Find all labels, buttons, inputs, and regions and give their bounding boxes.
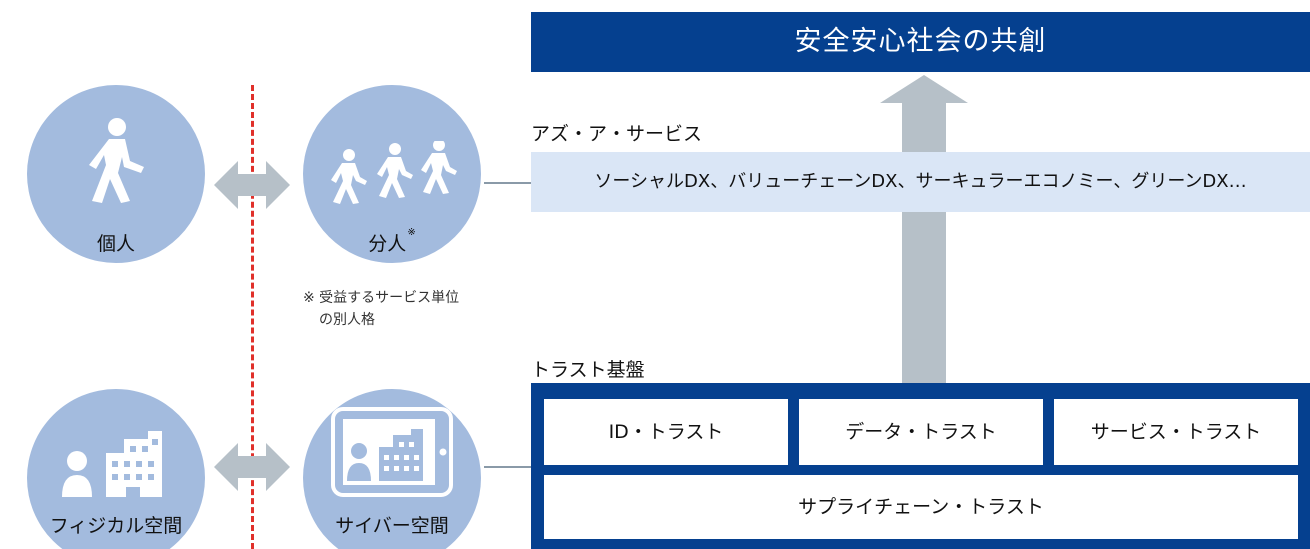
banner-title: 安全安心社会の共創: [531, 12, 1310, 72]
person-and-building-icon: [62, 431, 162, 497]
double-arrow-bottom-icon: [214, 443, 290, 491]
footnote-line-1: ※ 受益するサービス単位: [303, 290, 460, 306]
dividual-circle: 分人※: [303, 85, 481, 263]
as-a-service-heading: アズ・ア・サービス: [531, 123, 703, 145]
walking-person-icon: [89, 118, 144, 203]
cyber-space-label: サイバー空間: [335, 515, 449, 537]
physical-space-circle: フィジカル空間: [27, 389, 205, 549]
footnote-line-2: の別人格: [319, 312, 375, 328]
trust-base-heading: トラスト基盤: [531, 359, 645, 381]
up-arrow-icon: [880, 75, 968, 385]
physical-cyber-divider: [251, 85, 254, 549]
individual-label: 個人: [96, 233, 135, 255]
as-a-service-band: ソーシャルDX、バリューチェーンDX、サーキュラーエコノミー、グリーンDX…: [531, 152, 1310, 212]
service-trust-box: サービス・トラスト: [1054, 399, 1298, 465]
dividual-label: 分人※: [368, 227, 416, 255]
tablet-icon: [331, 407, 453, 497]
dividual-footnote: ※ 受益するサービス単位 の別人格: [303, 287, 459, 331]
id-trust-box: ID・トラスト: [544, 399, 788, 465]
group-walking-icon: [331, 141, 457, 204]
physical-space-label: フィジカル空間: [49, 515, 183, 537]
connector-bottom: [484, 466, 531, 468]
cyber-space-circle: サイバー空間: [303, 389, 481, 549]
supply-chain-trust-box: サプライチェーン・トラスト: [544, 475, 1298, 539]
dividual-footnote-mark: ※: [407, 227, 416, 238]
trust-base-frame: ID・トラスト データ・トラスト サービス・トラスト サプライチェーン・トラスト: [531, 383, 1310, 549]
individual-circle: 個人: [27, 85, 205, 263]
connector-top: [484, 182, 531, 184]
data-trust-box: データ・トラスト: [799, 399, 1043, 465]
double-arrow-top-icon: [214, 161, 290, 209]
